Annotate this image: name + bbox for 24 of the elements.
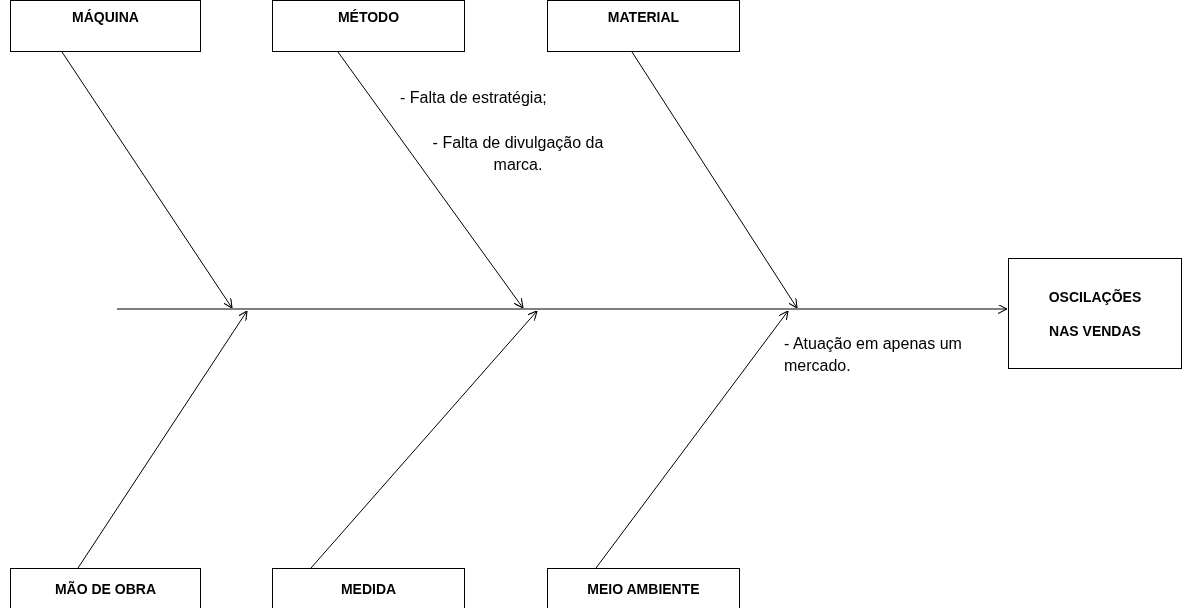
cause-note: - Falta de estratégia; (400, 88, 548, 108)
spine-arrow (116, 303, 1008, 315)
category-box (547, 568, 740, 608)
effect-label: OSCILAÇÕES NAS VENDAS (1048, 287, 1142, 341)
category-box (547, 0, 740, 52)
category-label: MÃO DE OBRA (53, 581, 158, 597)
bone-arrow (61, 51, 233, 309)
cause-note: - Atuação em apenas um mercado. (784, 334, 963, 376)
category-box (272, 0, 465, 52)
bone-arrow (337, 51, 524, 309)
category-box (10, 0, 201, 52)
category-box (10, 568, 201, 608)
category-label: MEDIDA (339, 581, 398, 597)
bone-arrow (310, 310, 538, 569)
cause-note: - Falta de divulgação da marca. (431, 133, 605, 175)
bone-arrow (595, 310, 789, 569)
effect-box (1008, 258, 1182, 369)
category-label: MÉTODO (336, 9, 401, 25)
bone-arrow (77, 310, 248, 569)
category-label: MEIO AMBIENTE (586, 581, 701, 597)
category-label: MATERIAL (606, 9, 681, 25)
bone-arrow (631, 51, 798, 309)
category-label: MÁQUINA (71, 9, 140, 25)
category-box (272, 568, 465, 608)
